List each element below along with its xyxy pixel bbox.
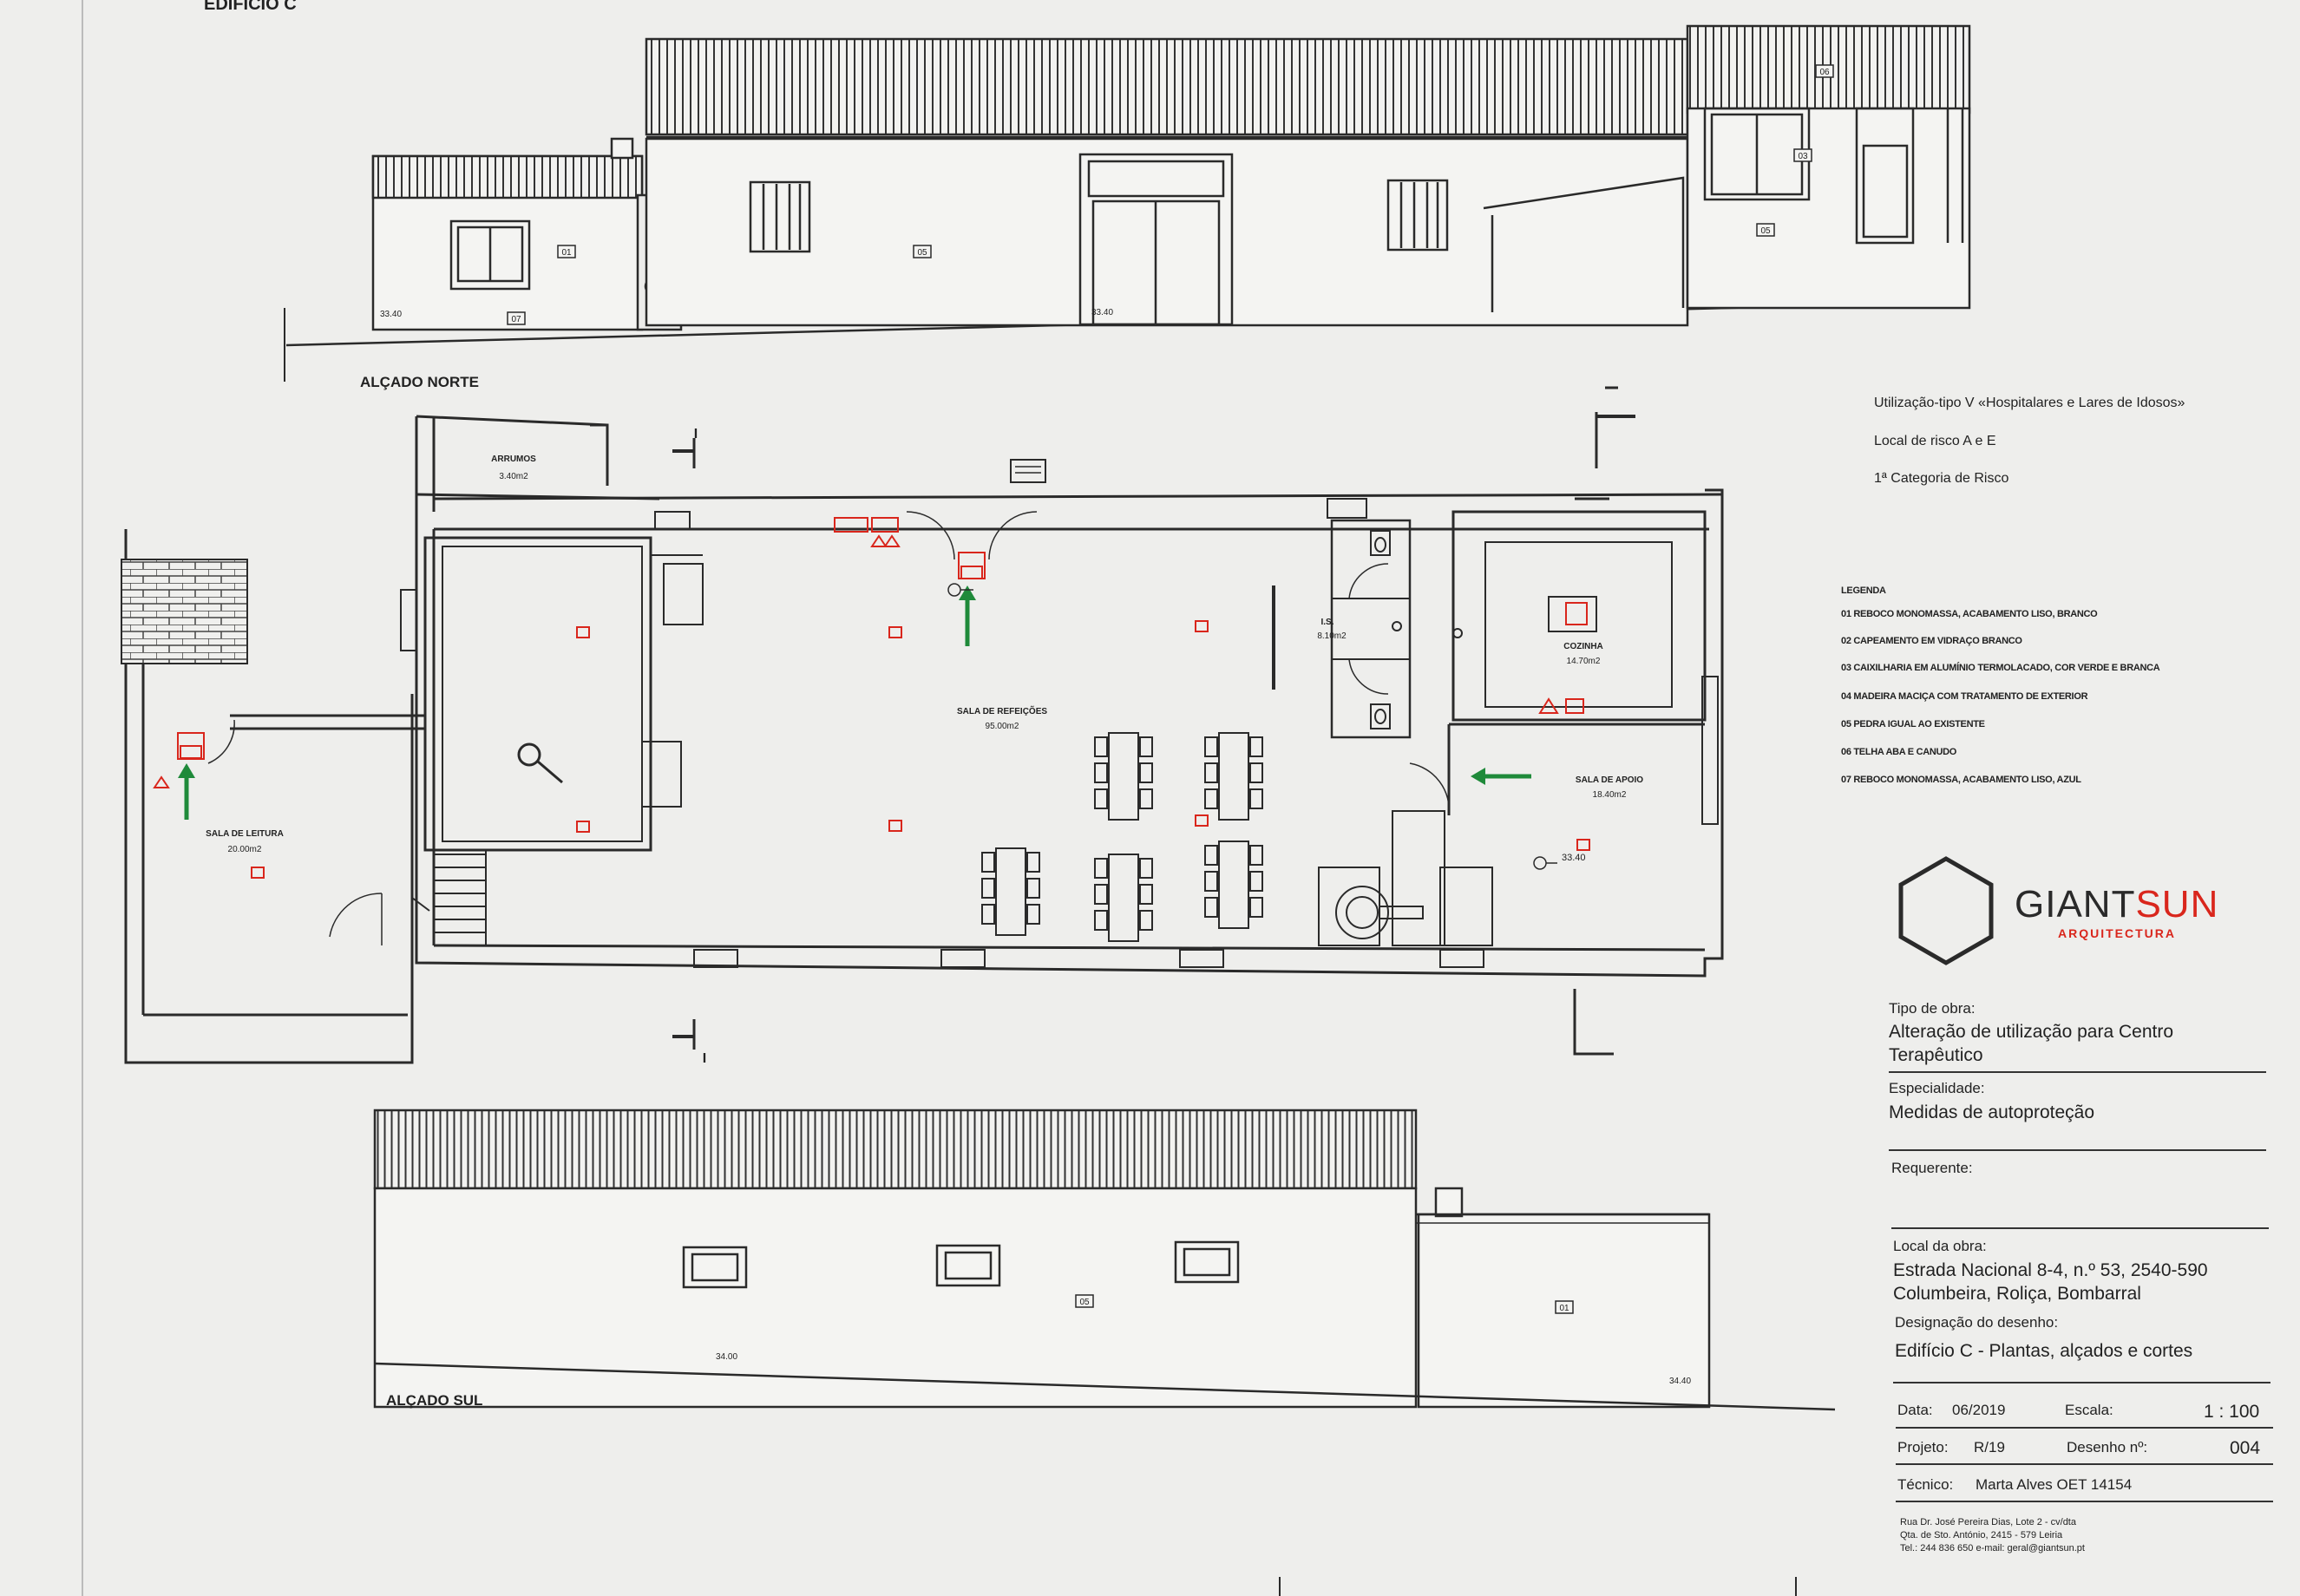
- north-tag-label: 03: [1798, 152, 1808, 161]
- tipo-obra-line2: Terapêutico: [1889, 1045, 1983, 1065]
- south-elevation-tags: [1075, 1294, 1574, 1314]
- room-is-name: I.S.: [1320, 618, 1333, 627]
- south-tag-label: 01: [1559, 1304, 1569, 1313]
- local-obra-label: Local da obra:: [1893, 1238, 1987, 1254]
- data-label: Data:: [1897, 1402, 1933, 1418]
- plan-level-mark: 33.40: [1562, 853, 1586, 863]
- floor-plan: [121, 386, 1724, 1064]
- building-header: EDIFÍCIO C: [204, 0, 297, 14]
- north-tag-label: 05: [1760, 226, 1771, 236]
- room-sala-refeicoes-name: SALA DE REFEIÇÕES: [957, 705, 1047, 716]
- room-sala-leitura-name: SALA DE LEITURA: [206, 829, 284, 839]
- address-line2: Qta. de Sto. António, 2415 - 579 Leiria: [1900, 1530, 2063, 1540]
- sanitary-fixtures: [1370, 530, 1463, 729]
- room-arrumos-area: 3.40m2: [499, 472, 528, 481]
- legend-item: 05 PEDRA IGUAL AO EXISTENTE: [1841, 719, 1985, 729]
- legend-item: 01 REBOCO MONOMASSA, ACABAMENTO LISO, BR…: [1841, 609, 2098, 619]
- south-elevation-tag-labels: 05 01: [1079, 1298, 1569, 1313]
- legend-item: 07 REBOCO MONOMASSA, ACABAMENTO LISO, AZ…: [1841, 775, 2081, 785]
- classification-line1: Utilização-tipo V «Hospitalares e Lares …: [1874, 396, 2185, 410]
- exit-arrows: [178, 585, 1531, 820]
- section-mark-top: I: [694, 427, 698, 442]
- address-line3: Tel.: 244 836 650 e-mail: geral@giantsun…: [1900, 1543, 2085, 1553]
- giantsun-logo-icon: [1898, 856, 1994, 965]
- legend-item: 04 MADEIRA MACIÇA COM TRATAMENTO DE EXTE…: [1841, 691, 2088, 702]
- logo-name-part2: SUN: [2135, 883, 2219, 926]
- north-tag-label: 06: [1819, 68, 1830, 77]
- logo-subtitle: ARQUITECTURA: [2058, 926, 2176, 940]
- local-obra-line2: Columbeira, Roliça, Bombarral: [1893, 1284, 2141, 1304]
- south-tag-label: 05: [1079, 1298, 1090, 1307]
- divider: [1896, 1427, 2273, 1429]
- escala-label: Escala:: [2065, 1402, 2113, 1418]
- designacao-label: Designação do desenho:: [1895, 1314, 2059, 1331]
- section-mark-bottom: I: [703, 1051, 706, 1066]
- dining-tables: [981, 732, 1263, 942]
- logo-name-part1: GIANT: [2015, 883, 2136, 926]
- divider: [1891, 1227, 2269, 1229]
- north-level-left: 33.40: [380, 310, 402, 319]
- south-level-left: 34.00: [716, 1352, 737, 1362]
- room-sala-leitura-area: 20.00m2: [228, 845, 262, 854]
- room-cozinha-name: COZINHA: [1563, 642, 1603, 651]
- north-elevation: [284, 24, 1971, 382]
- local-obra-line1: Estrada Nacional 8-4, n.º 53, 2540-590: [1893, 1260, 2208, 1280]
- divider: [1896, 1501, 2273, 1502]
- patio-lamp-icon: [517, 742, 563, 784]
- escala-value: 1 : 100: [2204, 1402, 2260, 1422]
- north-elevation-tag-labels: 01 07 05 06 03 05: [511, 68, 1830, 324]
- south-elevation-title: ALÇADO SUL: [386, 1392, 482, 1409]
- north-tag-label: 01: [561, 248, 572, 258]
- especialidade-value: Medidas de autoproteção: [1889, 1102, 2094, 1122]
- north-tag-label: 05: [917, 248, 927, 258]
- safety-signs: [153, 517, 1597, 879]
- room-is-area: 8.10m2: [1317, 631, 1347, 641]
- classification-line3: 1ª Categoria de Risco: [1874, 471, 2009, 486]
- divider: [1896, 1463, 2273, 1465]
- desenho-label: Desenho nº:: [2067, 1439, 2148, 1455]
- room-sala-apoio-area: 18.40m2: [1593, 790, 1627, 800]
- classification-line2: Local de risco A e E: [1874, 434, 1996, 448]
- room-cozinha-area: 14.70m2: [1567, 657, 1601, 666]
- north-level-mid: 33.40: [1091, 308, 1113, 317]
- projeto-value: R/19: [1974, 1439, 2005, 1455]
- divider: [1893, 1382, 2271, 1383]
- legend-item: 03 CAIXILHARIA EM ALUMÍNIO TERMOLACADO, …: [1841, 663, 2160, 673]
- north-elevation-title: ALÇADO NORTE: [360, 374, 479, 390]
- legend-item: 06 TELHA ABA E CANUDO: [1841, 747, 1957, 757]
- logo-wordmark: GIANTSUN: [2015, 883, 2218, 926]
- room-labels: ARRUMOS 3.40m2 SALA DE REFEIÇÕES 95.00m2…: [206, 455, 1643, 854]
- tipo-obra-label: Tipo de obra:: [1889, 1000, 1976, 1017]
- requerente-label: Requerente:: [1891, 1160, 1973, 1176]
- north-tag-label: 07: [511, 315, 521, 324]
- legend-item: 02 CAPEAMENTO EM VIDRAÇO BRANCO: [1841, 636, 2022, 646]
- north-elevation-tags: [507, 64, 1834, 325]
- room-arrumos-name: ARRUMOS: [491, 455, 536, 464]
- room-sala-refeicoes-area: 95.00m2: [986, 722, 1019, 731]
- projeto-label: Projeto:: [1897, 1439, 1949, 1455]
- desenho-value: 004: [2230, 1438, 2261, 1458]
- south-elevation: [373, 1109, 1836, 1411]
- extinguisher-marks: [947, 583, 1557, 870]
- tipo-obra-line1: Alteração de utilização para Centro: [1889, 1022, 2174, 1042]
- legend-title: LEGENDA: [1841, 585, 1886, 596]
- especialidade-label: Especialidade:: [1889, 1080, 1985, 1096]
- south-level-right: 34.40: [1669, 1377, 1691, 1386]
- designacao-value: Edifício C - Plantas, alçados e cortes: [1895, 1341, 2193, 1361]
- address-line1: Rua Dr. José Pereira Dias, Lote 2 - cv/d…: [1900, 1517, 2076, 1527]
- room-sala-apoio-name: SALA DE APOIO: [1576, 775, 1643, 785]
- data-value: 06/2019: [1952, 1402, 2006, 1418]
- divider: [1889, 1071, 2266, 1073]
- tecnico-label: Técnico:: [1897, 1476, 1954, 1493]
- tecnico-value: Marta Alves OET 14154: [1976, 1476, 2133, 1493]
- divider: [1889, 1149, 2266, 1151]
